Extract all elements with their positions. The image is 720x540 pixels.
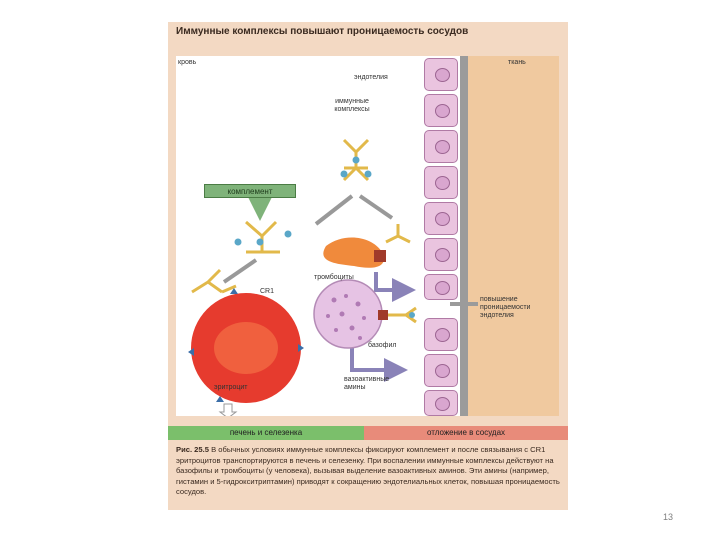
tissue-region bbox=[468, 56, 559, 416]
label-platelets: тромбоциты bbox=[314, 274, 354, 281]
endothelial-cell bbox=[424, 166, 458, 199]
basophil-granules bbox=[326, 294, 366, 340]
erythrocyte-center bbox=[214, 322, 278, 374]
endothelial-cell bbox=[424, 354, 458, 387]
endothelial-layer bbox=[424, 56, 460, 416]
platelet-icon bbox=[323, 237, 384, 268]
basophil-icon bbox=[313, 279, 383, 349]
endothelial-cell bbox=[424, 94, 458, 127]
antigen-icon bbox=[340, 170, 348, 178]
antigen-icon bbox=[352, 156, 360, 164]
label-endothelium: эндотелия bbox=[354, 74, 388, 81]
label-vasoactive-amines: вазоактивные амины bbox=[344, 376, 390, 391]
cell-nucleus bbox=[435, 212, 450, 226]
label-immune-complexes: иммунные комплексы bbox=[334, 98, 370, 113]
arrow-icon bbox=[314, 194, 354, 226]
label-basophil: базофил bbox=[368, 342, 397, 349]
label-erythrocyte: эритроцит bbox=[214, 384, 248, 391]
arrow-right-icon bbox=[374, 272, 416, 302]
liver-spleen-bar: печень и селезенка bbox=[168, 426, 364, 440]
diagram-graphics bbox=[188, 138, 478, 416]
vessel-deposition-label: отложение в сосудах bbox=[426, 428, 506, 437]
liver-spleen-label: печень и селезенка bbox=[229, 428, 303, 437]
cell-nucleus bbox=[435, 68, 450, 82]
label-cr1: CR1 bbox=[260, 288, 275, 295]
label-complement: комплемент bbox=[227, 187, 273, 196]
platelet-receptor-icon bbox=[374, 250, 386, 262]
antigen-icon bbox=[409, 312, 415, 318]
endothelial-cell bbox=[424, 238, 458, 271]
figure-caption: Рис. 25.5 В обычных условиях иммунные ко… bbox=[176, 445, 560, 498]
platelet-complex-icon bbox=[385, 224, 411, 244]
cell-nucleus bbox=[435, 140, 450, 154]
cell-nucleus bbox=[435, 104, 450, 118]
erythrocyte-complex-icon bbox=[191, 268, 237, 294]
page-number: 13 bbox=[663, 512, 674, 522]
arrow-icon bbox=[222, 258, 258, 284]
label-tissue: ткань bbox=[508, 59, 526, 66]
arrow-right-icon bbox=[350, 346, 408, 382]
basement-membrane bbox=[460, 56, 468, 416]
cell-nucleus bbox=[435, 364, 450, 378]
cell-nucleus bbox=[435, 397, 450, 411]
caption-ref: Рис. 25.5 bbox=[176, 445, 209, 454]
vessel-deposition-bar: отложение в сосудах bbox=[364, 426, 568, 440]
label-increased-permeability: повышение проницаемости эндотелия bbox=[480, 296, 531, 319]
cell-nucleus bbox=[435, 176, 450, 190]
figure-title: Иммунные комплексы повышают проницаемост… bbox=[176, 26, 469, 37]
basophil-complex-icon bbox=[388, 306, 417, 324]
antigen-icon bbox=[364, 170, 372, 178]
endothelial-cell bbox=[424, 58, 458, 91]
basophil-receptor-icon bbox=[378, 310, 388, 320]
figure: Иммунные комплексы повышают проницаемост… bbox=[168, 22, 568, 510]
endothelial-cell bbox=[424, 390, 458, 416]
endothelial-cell bbox=[424, 202, 458, 235]
caption-text: В обычных условиях иммунные комплексы фи… bbox=[176, 445, 560, 497]
complement-box: комплемент bbox=[204, 184, 296, 198]
antigen-icon bbox=[256, 238, 264, 246]
cell-nucleus bbox=[435, 248, 450, 262]
cr1-receptor-icon bbox=[230, 288, 238, 294]
arrow-icon bbox=[358, 194, 394, 220]
complement-complex-icon bbox=[245, 220, 280, 254]
endothelial-cell bbox=[424, 130, 458, 163]
complement-icon bbox=[234, 238, 242, 246]
label-blood: кровь bbox=[178, 59, 197, 66]
cell-nucleus bbox=[435, 281, 450, 295]
endothelial-cell bbox=[424, 318, 458, 351]
cell-nucleus bbox=[435, 328, 450, 342]
diagram-panel: кровь ткань эндотелия иммунные комплексы… bbox=[176, 56, 559, 416]
endothelial-cell-contracted bbox=[424, 274, 458, 300]
arrow-down-icon bbox=[218, 403, 238, 416]
complement-icon bbox=[284, 230, 292, 238]
